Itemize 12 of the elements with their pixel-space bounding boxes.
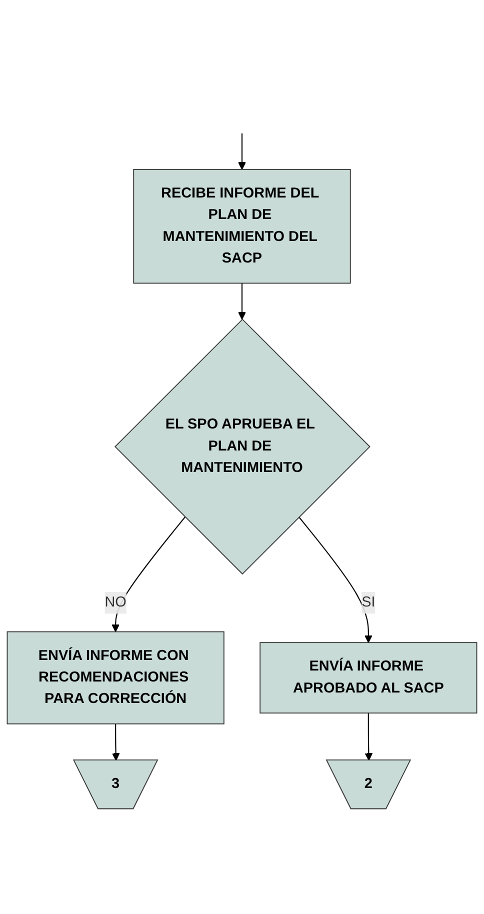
arrow (238, 282, 246, 320)
arrow (298, 516, 372, 642)
arrow (112, 723, 120, 760)
node-diamond: EL SPO APRUEBA EL PLAN DE MANTENIMIENTO (114, 318, 370, 574)
node-box: RECIBE INFORME DEL PLAN DE MANTENIMIENTO DEL SACP (133, 168, 351, 284)
edge-label: NO (104, 594, 126, 610)
edge-label: SI (362, 594, 376, 610)
node-box: ENVÍA INFORME CON RECOMENDACIONES PARA CORRECCIÓN (6, 630, 224, 724)
arrow (238, 132, 246, 170)
arrow (364, 712, 373, 760)
node-box: ENVÍA INFORME APROBADO AL SACP (260, 642, 478, 713)
arrow (112, 516, 186, 632)
